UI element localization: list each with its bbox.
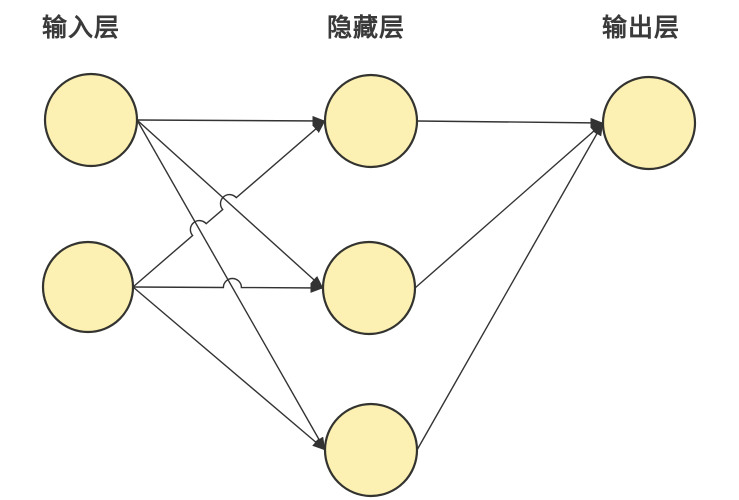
edge-input-1-hidden-3 xyxy=(136,119,326,451)
edge-lines xyxy=(132,115,604,451)
edge-input-1-hidden-2 xyxy=(136,119,324,289)
node-hidden-2 xyxy=(321,240,417,336)
edge-hidden-2-output-1 xyxy=(414,122,604,289)
edge-hidden-3-output-1 xyxy=(416,122,604,451)
node-input-1 xyxy=(43,72,139,168)
layer-label-input: 输入层 xyxy=(41,14,121,42)
layer-label-output: 输出层 xyxy=(601,14,681,42)
layer-label-hidden: 隐藏层 xyxy=(326,14,406,42)
node-input-2 xyxy=(41,240,135,334)
edge-input-2-hidden-3 xyxy=(132,286,326,451)
edge-input-2-hidden-2 xyxy=(132,277,324,293)
node-hidden-1 xyxy=(323,73,419,169)
node-hidden-3 xyxy=(323,402,419,498)
edge-hidden-1-output-1 xyxy=(416,117,604,128)
edge-input-2-hidden-1 xyxy=(132,120,326,288)
edge-input-1-hidden-1 xyxy=(136,115,326,126)
node-circles xyxy=(41,72,697,498)
node-output-1 xyxy=(601,75,697,171)
